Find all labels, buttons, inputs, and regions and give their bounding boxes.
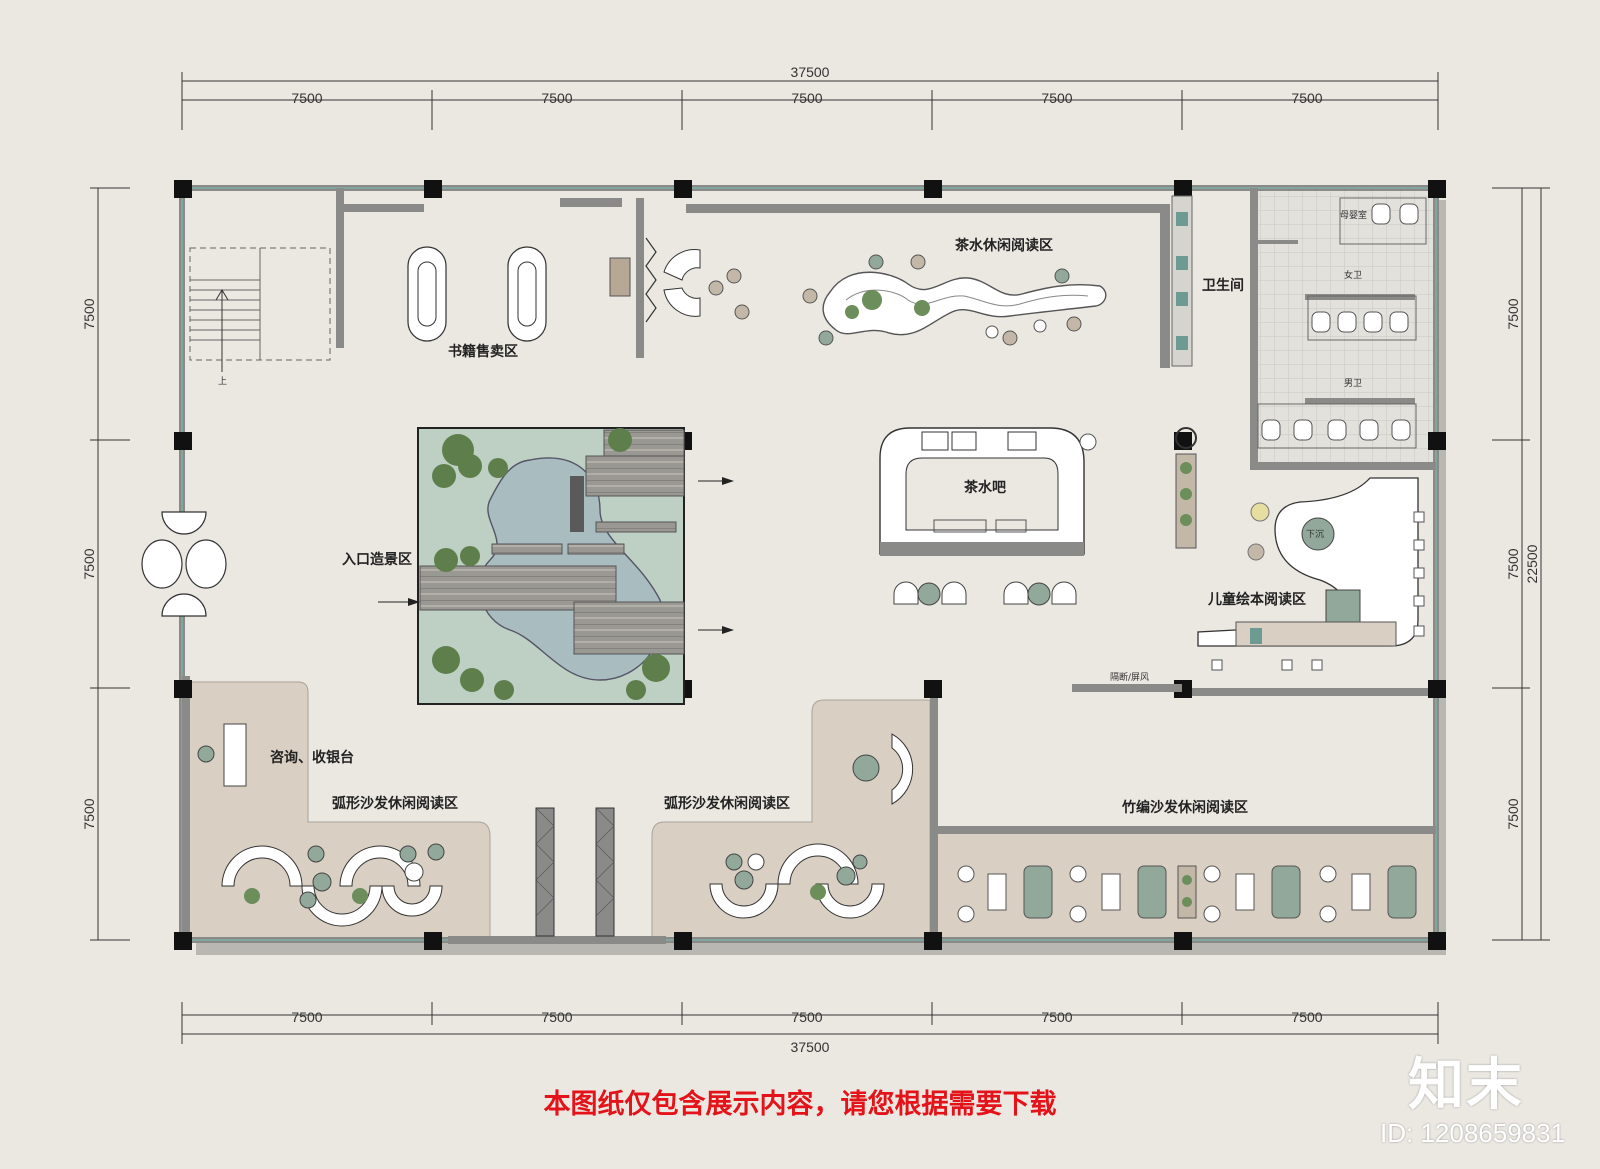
interior-walls [182,188,1436,944]
tea-bar-counter [879,427,1097,556]
image-id: ID: 1208659831 [1380,1118,1566,1148]
label-entrance: 入口造景区 [342,551,412,568]
dim-right-total: 22500 [1524,544,1540,583]
dimension-lines [90,72,1550,1044]
cashier-desk [197,723,247,787]
label-book-sales: 书籍售卖区 [448,343,518,360]
dim-bottom-3: 7500 [791,1009,822,1025]
book-display-tables [407,237,750,342]
dim-top-5: 7500 [1291,90,1322,106]
planter-strip [1175,427,1197,549]
dim-top-1: 7500 [291,90,322,106]
label-bamboo-sofa: 竹编沙发休闲阅读区 [1121,799,1248,816]
shelf-hatching [535,807,615,917]
book-shelves [535,807,615,937]
label-mother-baby: 母婴室 [1340,209,1367,221]
label-consult-cashier: 咨询、收银台 [270,749,354,766]
label-male-wc: 男卫 [1344,378,1362,389]
dim-total-top: 37500 [791,64,830,80]
label-tea-bar: 茶水吧 [963,479,1006,496]
dim-right-2: 7500 [1505,548,1521,579]
dim-top-3: 7500 [791,90,822,106]
dim-right-1: 7500 [1505,298,1521,329]
brand-logo: 知末 [1408,1053,1524,1118]
restroom-fixtures [1171,195,1427,449]
staircase [189,247,331,372]
kids-reading-area [1197,477,1425,671]
arc-sofa-middle [709,733,914,919]
dimension-labels: 37500 7500 7500 7500 7500 7500 7500 7500… [81,64,1540,1055]
tea-bar-seating [893,581,1077,606]
tea-reading-counter [802,254,1107,346]
label-down: 下沉 [1306,529,1324,540]
bamboo-sofa-sets [957,865,1417,923]
dim-left-1: 7500 [81,298,97,329]
arc-sofa-left [221,843,445,927]
dim-bottom-4: 7500 [1041,1009,1072,1025]
dim-left-3: 7500 [81,798,97,829]
label-arc-sofa-middle: 弧形沙发休闲阅读区 [664,795,790,812]
label-partition: 隔断/屏风 [1110,671,1149,683]
dim-total-bottom: 37500 [791,1039,830,1055]
dim-bottom-1: 7500 [291,1009,322,1025]
entrance-door[interactable] [141,511,227,617]
dim-bottom-2: 7500 [541,1009,572,1025]
dim-left-2: 7500 [81,548,97,579]
download-notice: 本图纸仅包含展示内容，请您根据需要下载 [543,1089,1057,1120]
stair-up-label: 上 [218,376,227,387]
partition-screen [1072,684,1182,692]
dim-top-2: 7500 [541,90,572,106]
label-restroom: 卫生间 [1202,277,1244,294]
building-floor [182,188,1436,940]
dim-top-4: 7500 [1041,90,1072,106]
entrance-landscape [378,427,734,705]
label-arc-sofa-left: 弧形沙发休闲阅读区 [332,795,458,812]
dim-right-3: 7500 [1505,798,1521,829]
label-tea-reading: 茶水休闲阅读区 [954,237,1053,254]
dim-bottom-5: 7500 [1291,1009,1322,1025]
label-female-wc: 女卫 [1344,269,1362,281]
label-kids-reading: 儿童绘本阅读区 [1207,591,1306,608]
